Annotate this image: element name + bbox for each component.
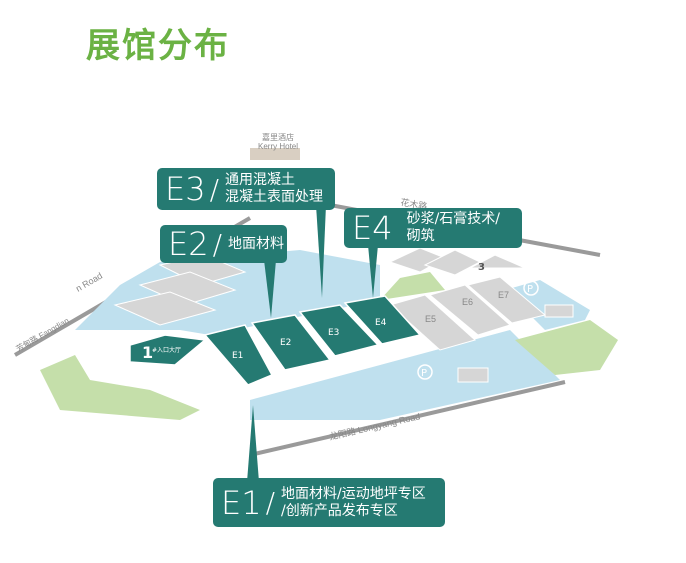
hall-label-e3: E3 <box>328 328 339 338</box>
callout-e3[interactable]: E3/ 通用混凝土混凝土表面处理 <box>157 168 335 210</box>
callout-e4-line1: 砂浆/石膏技术/ <box>406 211 501 227</box>
green-area-west <box>40 355 200 420</box>
page-title: 展馆分布 <box>86 26 230 66</box>
callout-e4-code: E4 <box>352 209 393 247</box>
hall-e6 <box>428 284 511 336</box>
e4-pointer <box>368 245 378 298</box>
hall-label-e2: E2 <box>280 338 291 348</box>
road-label-west-en: n Road <box>74 271 104 294</box>
road-longyang <box>249 380 566 457</box>
entrance-3-number: 3 <box>478 262 485 273</box>
callout-e2-code: E2 <box>168 225 209 263</box>
kerry-hotel-building <box>250 148 300 160</box>
callout-e2[interactable]: E2/ 地面材料 <box>160 225 287 263</box>
hall-e5 <box>388 294 477 351</box>
parking-icon: P <box>417 364 433 380</box>
callout-e3-line1: 通用混凝土 <box>225 172 296 188</box>
svg-text:P: P <box>421 368 427 379</box>
hall-e7 <box>466 276 547 324</box>
hall-label-e5: E5 <box>425 314 436 324</box>
entrance-1-hall[interactable] <box>129 334 207 366</box>
callout-e2-line1: 地面材料 <box>228 235 285 252</box>
callout-e3-line2: 混凝土表面处理 <box>225 189 324 205</box>
north-hall <box>423 249 482 276</box>
south-building <box>457 367 489 383</box>
hall-label-e7: E7 <box>498 290 509 300</box>
entrance-1-label: #入口大厅 <box>152 346 181 354</box>
e1-pointer <box>247 405 259 482</box>
e2-pointer <box>264 260 276 318</box>
road-label-fangdian: 芳甸路 Fangdian <box>14 315 71 353</box>
callout-e1-line1: 地面材料/运动地坪专区 <box>281 485 426 502</box>
parking-area-south <box>250 330 560 420</box>
hall-e1[interactable] <box>203 324 274 386</box>
e3-pointer <box>316 205 326 298</box>
callout-e1-code: E1 <box>221 483 262 522</box>
green-area-north <box>380 272 445 300</box>
road-label-huamu: 花木路 <box>400 196 429 212</box>
hall-e2[interactable] <box>250 314 332 371</box>
callout-e1-line2: /创新产品发布专区 <box>281 502 398 519</box>
hotel-label-cn: 嘉里酒店 <box>262 132 294 142</box>
hall-e4[interactable] <box>343 295 422 345</box>
callout-e4[interactable]: E4 砂浆/石膏技术/砌筑 <box>344 208 522 248</box>
hall-label-e4: E4 <box>375 318 387 328</box>
parking-icon: P <box>523 280 539 296</box>
entrance-1-number: 1 <box>142 343 153 362</box>
west-hall <box>113 291 217 326</box>
green-area-east <box>515 320 618 375</box>
callout-e1[interactable]: E1/ 地面材料/运动地坪专区/创新产品发布专区 <box>213 478 445 527</box>
hall-label-e1: E1 <box>232 351 243 361</box>
hotel-label-en: Kerry Hotel <box>258 142 298 151</box>
entrance-3-hall <box>469 254 526 269</box>
callout-e4-line2: 砌筑 <box>406 228 435 244</box>
callout-e3-code: E3 <box>165 170 206 208</box>
east-building <box>544 304 574 318</box>
hall-label-e6: E6 <box>462 297 473 307</box>
hall-e3[interactable] <box>298 304 380 357</box>
svg-text:P: P <box>527 284 533 295</box>
